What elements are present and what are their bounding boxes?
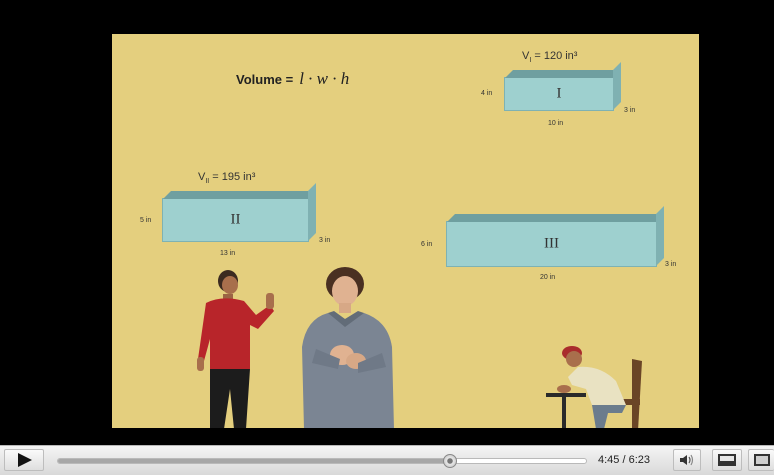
progress-played [58, 459, 451, 463]
box2: II [162, 183, 316, 242]
box3: III [446, 206, 664, 267]
formula-math: l · w · h [299, 69, 350, 88]
popout-icon [718, 454, 736, 466]
box1-roman: I [556, 85, 562, 102]
box2-volume: VII = 195 in³ [198, 171, 255, 185]
box1-length-label: 10 in [548, 120, 564, 127]
box2-depth-label: 3 in [319, 237, 331, 244]
box1-side [613, 62, 621, 110]
play-icon [18, 453, 32, 467]
formula-label: Volume = [236, 72, 294, 87]
current-time: 4:45 [598, 454, 620, 466]
duration: 6:23 [628, 454, 651, 466]
box3-height-label: 6 in [421, 241, 433, 248]
progress-scrubber[interactable] [443, 454, 458, 468]
box1: I [504, 62, 621, 111]
box2-side [308, 183, 316, 241]
box1-volume-v: V [522, 50, 530, 62]
progress-bar[interactable] [57, 454, 587, 468]
popout-button[interactable] [712, 449, 742, 471]
video-frame: Volume =l · w · h VI = 120 in³ I 4 in 3 … [7, 5, 769, 445]
box2-volume-sub: II [205, 178, 210, 186]
box1-depth-label: 3 in [624, 107, 636, 114]
box1-volume: VI = 120 in³ [522, 50, 577, 64]
box2-roman: II [230, 211, 241, 228]
box3-top [447, 214, 664, 222]
fullscreen-button[interactable] [748, 449, 774, 471]
box2-top [163, 191, 316, 199]
box1-top [505, 70, 621, 78]
box2-length-label: 13 in [220, 250, 236, 257]
time-separator: / [619, 454, 629, 466]
volume-button[interactable] [673, 449, 701, 471]
player-controls: 4:45 / 6:23 [0, 445, 774, 475]
seated-man-figure [546, 346, 642, 428]
video-viewport[interactable]: Volume =l · w · h VI = 120 in³ I 4 in 3 … [0, 0, 774, 445]
lesson-slide: Volume =l · w · h VI = 120 in³ I 4 in 3 … [112, 34, 699, 428]
volume-formula: Volume = l · w · h [236, 69, 349, 89]
box3-depth-label: 3 in [665, 261, 677, 268]
box1-volume-value: = 120 in³ [531, 50, 578, 62]
teacher-figure [197, 270, 274, 428]
box2-volume-value: = 195 in³ [209, 171, 256, 183]
play-button[interactable] [4, 449, 44, 471]
fullscreen-icon [754, 454, 770, 466]
box2-volume-v: V [198, 171, 206, 183]
box1-height-label: 4 in [481, 90, 493, 97]
time-display: 4:45 / 6:23 [598, 454, 650, 466]
box1-volume-sub: I [529, 57, 532, 65]
speaker-icon [680, 454, 694, 466]
box3-roman: III [544, 235, 559, 252]
box3-side [656, 206, 664, 266]
interpreter-figure [302, 267, 394, 428]
box2-height-label: 5 in [140, 217, 152, 224]
box3-length-label: 20 in [540, 274, 556, 281]
